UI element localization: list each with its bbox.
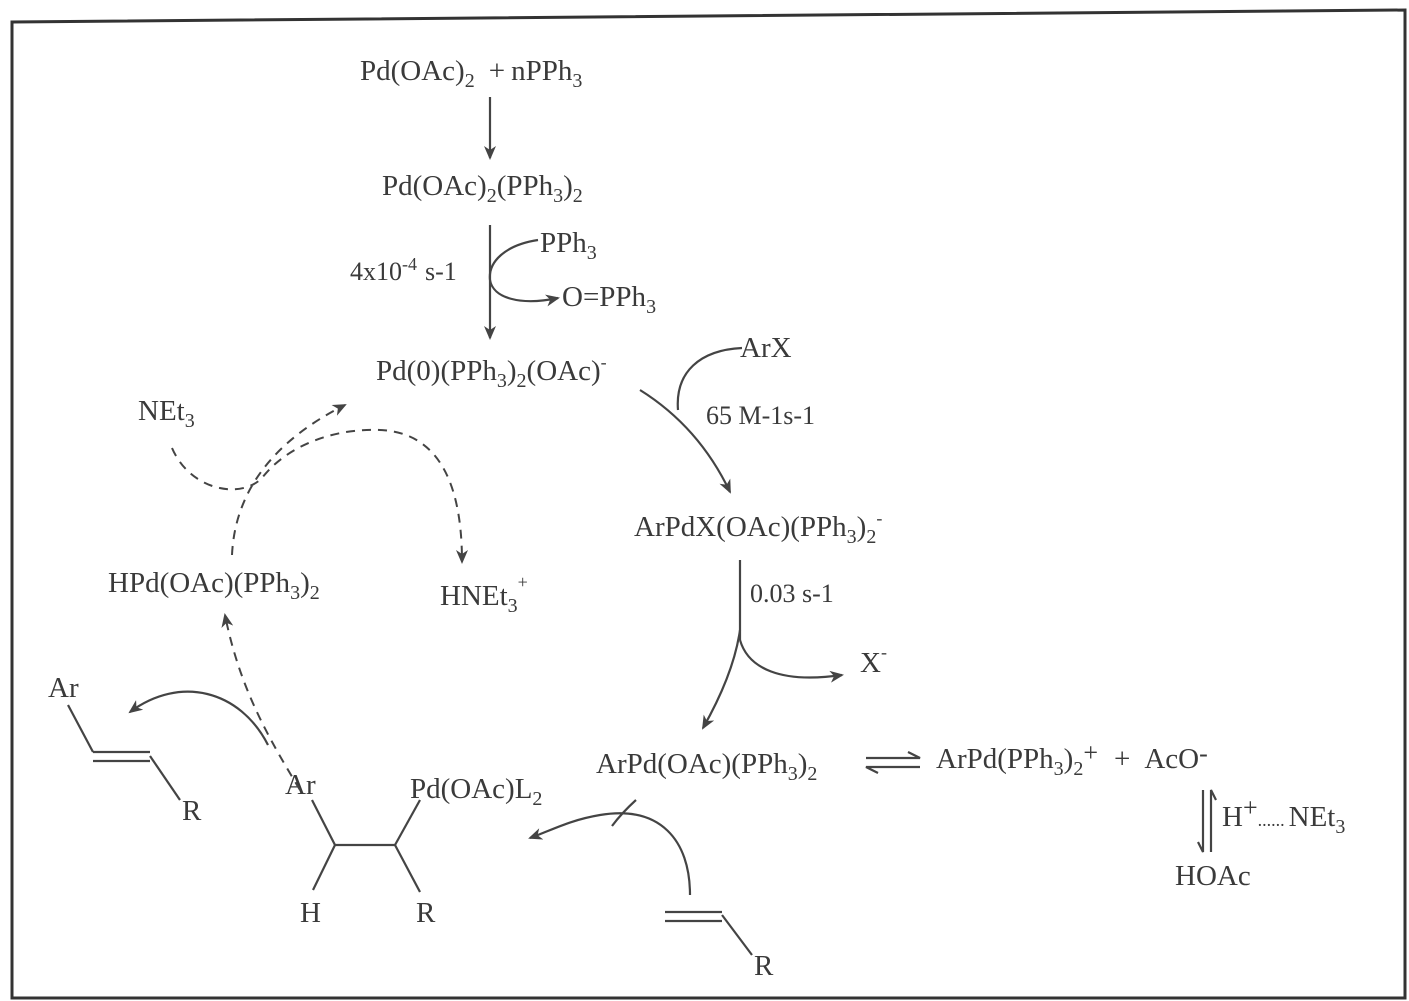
product-release-arrow — [128, 690, 269, 746]
arx-curved-arrow — [676, 346, 743, 411]
hnet3-plus-label: HNEt3+ — [440, 572, 528, 617]
rate-k2-label: 65 M-1s-1 — [706, 401, 815, 430]
ion-dissociation-equilibrium-arrows — [865, 751, 921, 774]
x-minus-label: X- — [860, 642, 887, 679]
net3-base-curved-arrow — [171, 428, 468, 564]
o-pph3-label: O=PPh3 — [562, 281, 656, 318]
catalyst-regeneration-arrow — [231, 404, 347, 556]
pph3-curved-arrow — [488, 238, 560, 307]
pd0-pph3-2-oac-label: Pd(0)(PPh3)2(OAc)- — [376, 352, 607, 392]
intermediate-pd-label: Pd(OAc)L2 — [410, 773, 542, 810]
x-minus-curved-arrow — [738, 639, 844, 683]
product-r-label: R — [182, 795, 202, 827]
alkene-r-label: R — [754, 950, 774, 982]
oxidative-addition-arrow — [639, 389, 731, 494]
alkyl-pd-intermediate-structure — [311, 799, 421, 893]
halide-loss-arrow — [702, 629, 742, 730]
scheme-frame — [10, 8, 1407, 1000]
rate-k3-label: 0.03 s-1 — [750, 579, 834, 608]
arpdx-oac-pph3-2-label: ArPdX(OAc)(PPh3)2- — [634, 508, 882, 548]
arpd-oac-pph3-2-label: ArPd(OAc)(PPh3)2 — [596, 748, 817, 785]
alkene-substrate-structure — [665, 910, 753, 956]
insertion-branch-from-arpd — [611, 799, 637, 827]
pd-oac2-label: Pd(OAc)2+nPPh3 — [360, 55, 582, 92]
product-ar-label: Ar — [48, 672, 79, 704]
beta-hydride-elimination-arrow — [221, 613, 301, 791]
h-plus-net3-label: H+......NEt3 — [1222, 793, 1345, 838]
pd-oac2-pph3-2-label: Pd(OAc)2(PPh3)2 — [382, 170, 583, 207]
net3-left-label: NEt3 — [138, 395, 195, 432]
acetate-protonation-equilibrium-arrows — [1197, 789, 1217, 853]
arylalkene-product-structure — [67, 704, 181, 801]
pph3-in-label: PPh3 — [540, 227, 597, 264]
alkene-insertion-arrow — [528, 812, 692, 896]
hoac-label: HOAc — [1175, 860, 1251, 892]
intermediate-r-label: R — [416, 897, 436, 929]
hpd-oac-pph3-2-label: HPd(OAc)(PPh3)2 — [108, 567, 320, 604]
arpd-pph3-2-cation-label: ArPd(PPh3)2++AcO- — [936, 738, 1208, 780]
intermediate-h-label: H — [300, 897, 321, 929]
arx-label: ArX — [740, 332, 792, 364]
